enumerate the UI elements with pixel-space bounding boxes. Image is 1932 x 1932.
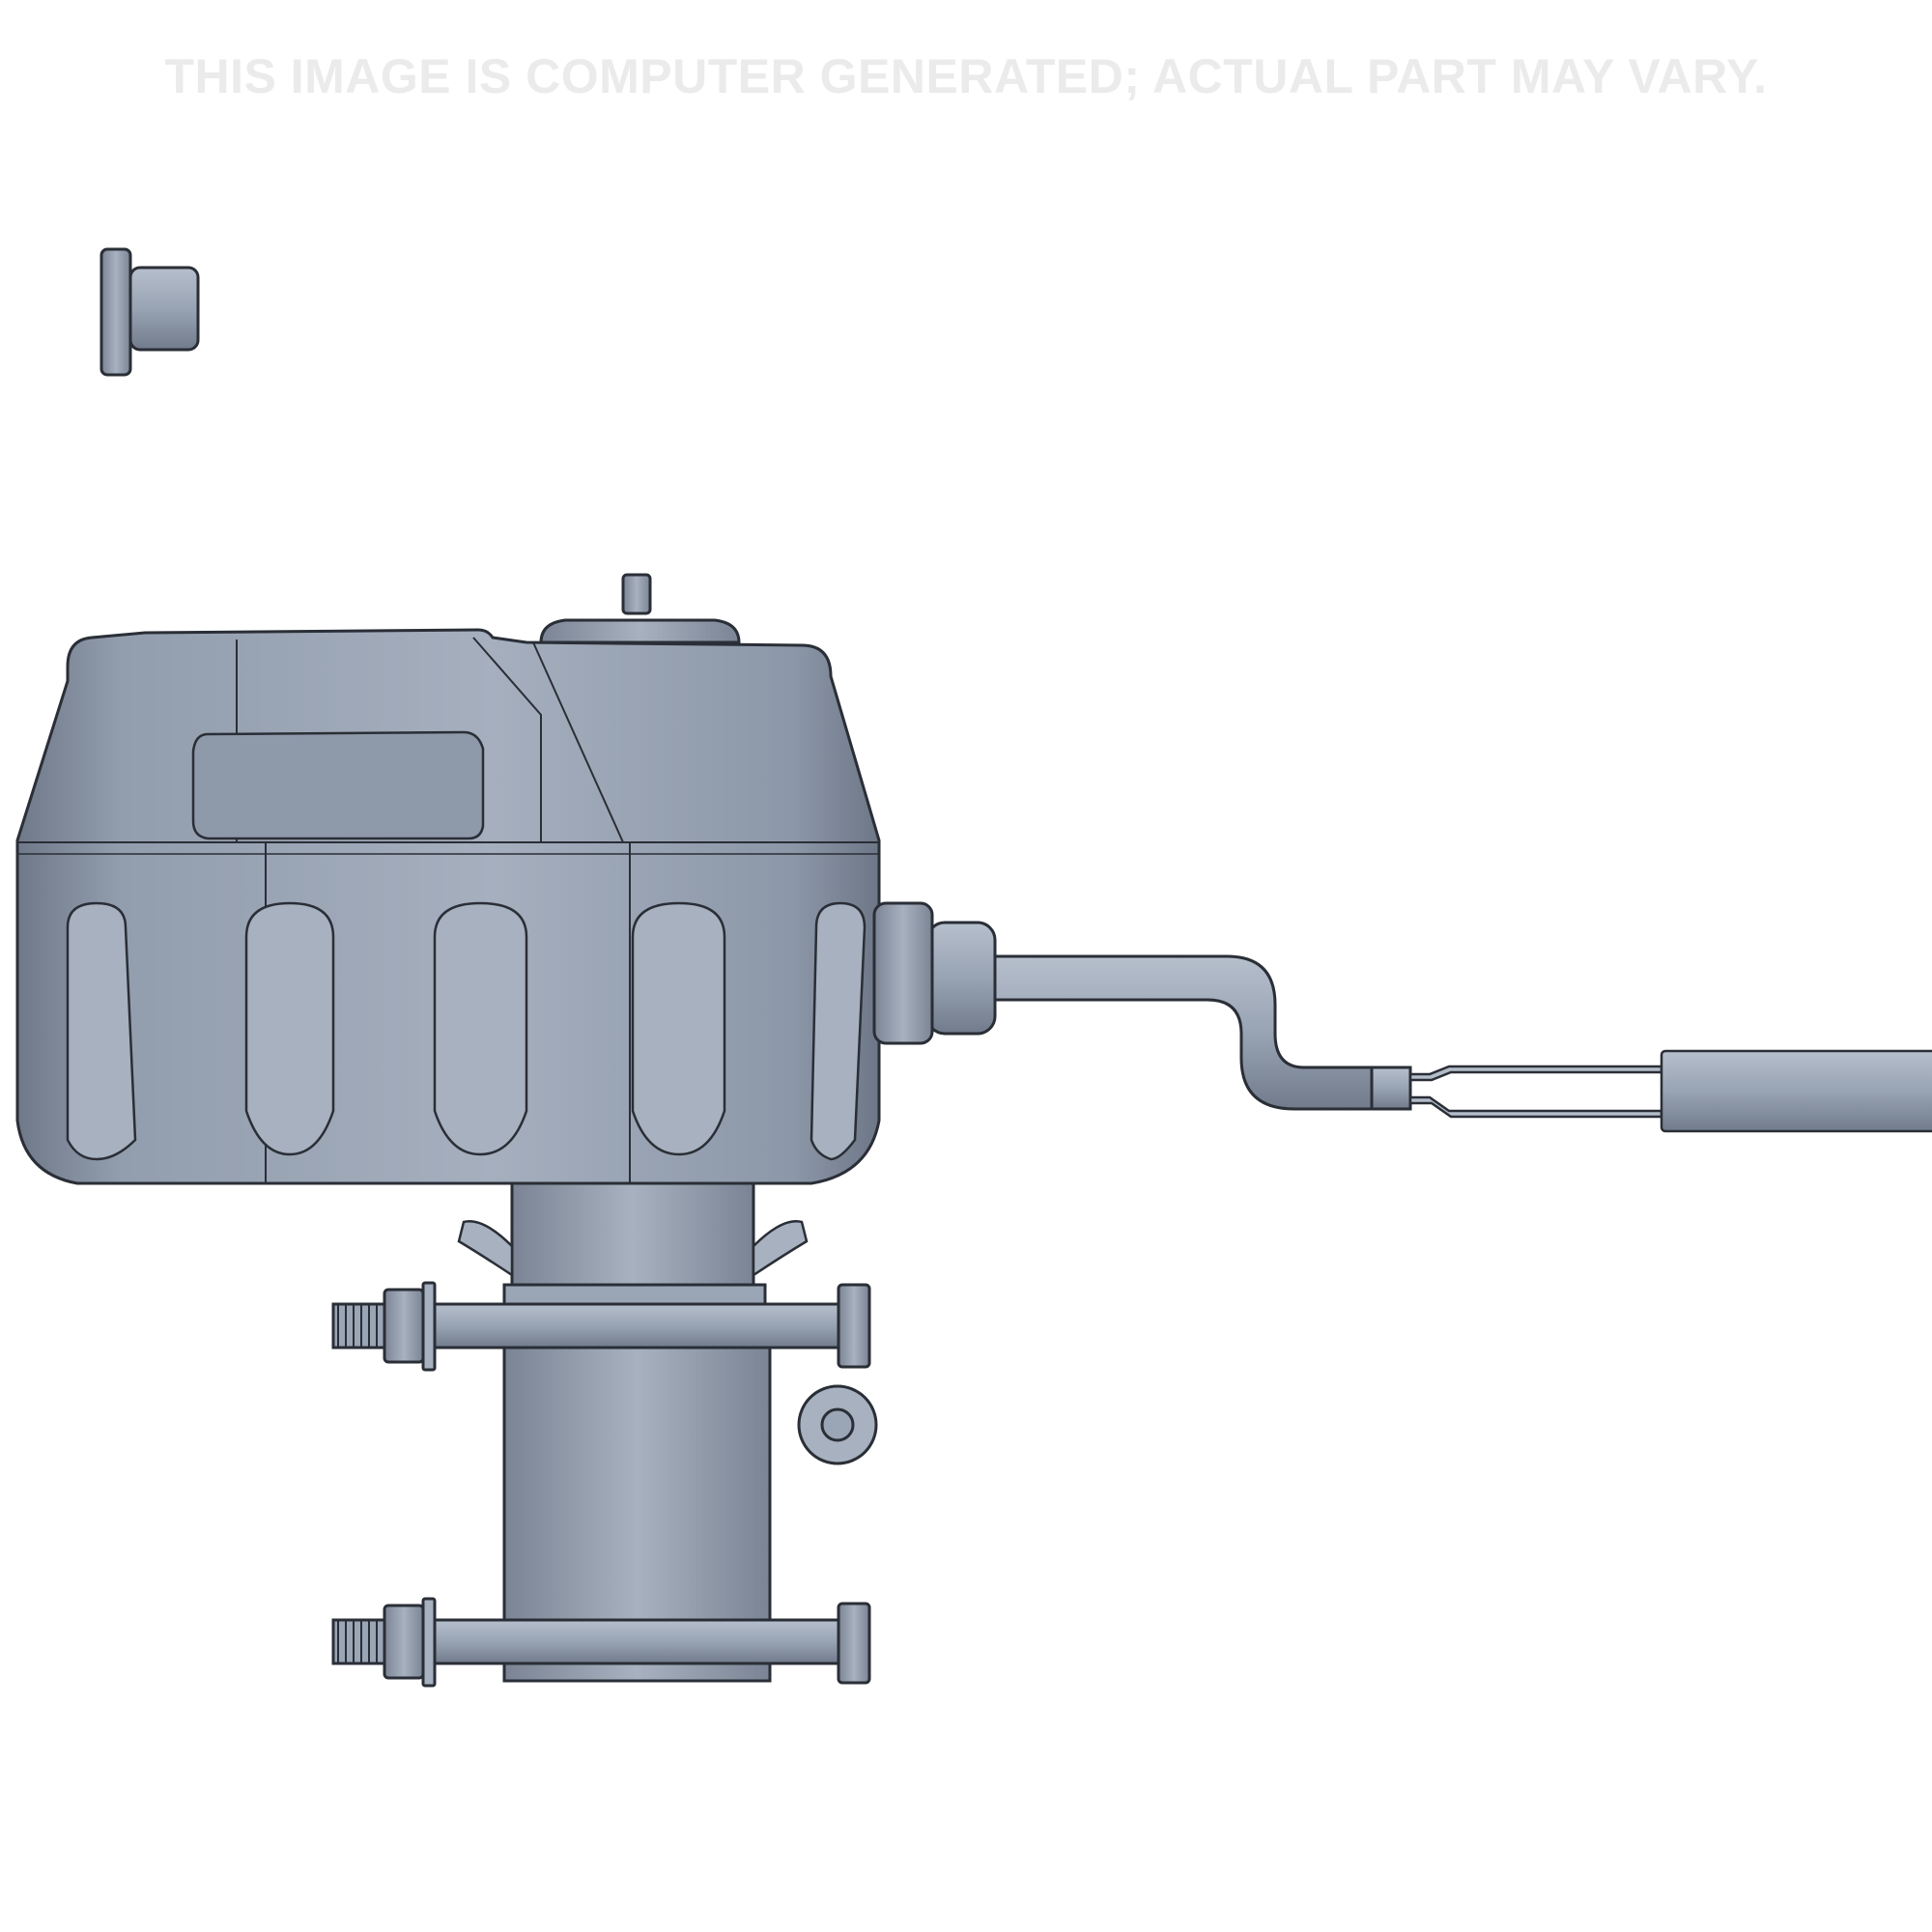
upper-bolt	[331, 1281, 871, 1372]
mounting-bracket	[457, 1181, 809, 1683]
wire-harness	[1408, 1049, 1932, 1133]
housing-ribs	[66, 901, 867, 1161]
washer	[797, 1384, 878, 1465]
actuator-housing	[15, 573, 934, 1185]
lower-bolt	[331, 1597, 871, 1688]
actuator-rod	[925, 921, 1412, 1111]
bushing	[99, 247, 200, 377]
disclaimer-text: THIS IMAGE IS COMPUTER GENERATED; ACTUAL…	[164, 49, 1768, 103]
